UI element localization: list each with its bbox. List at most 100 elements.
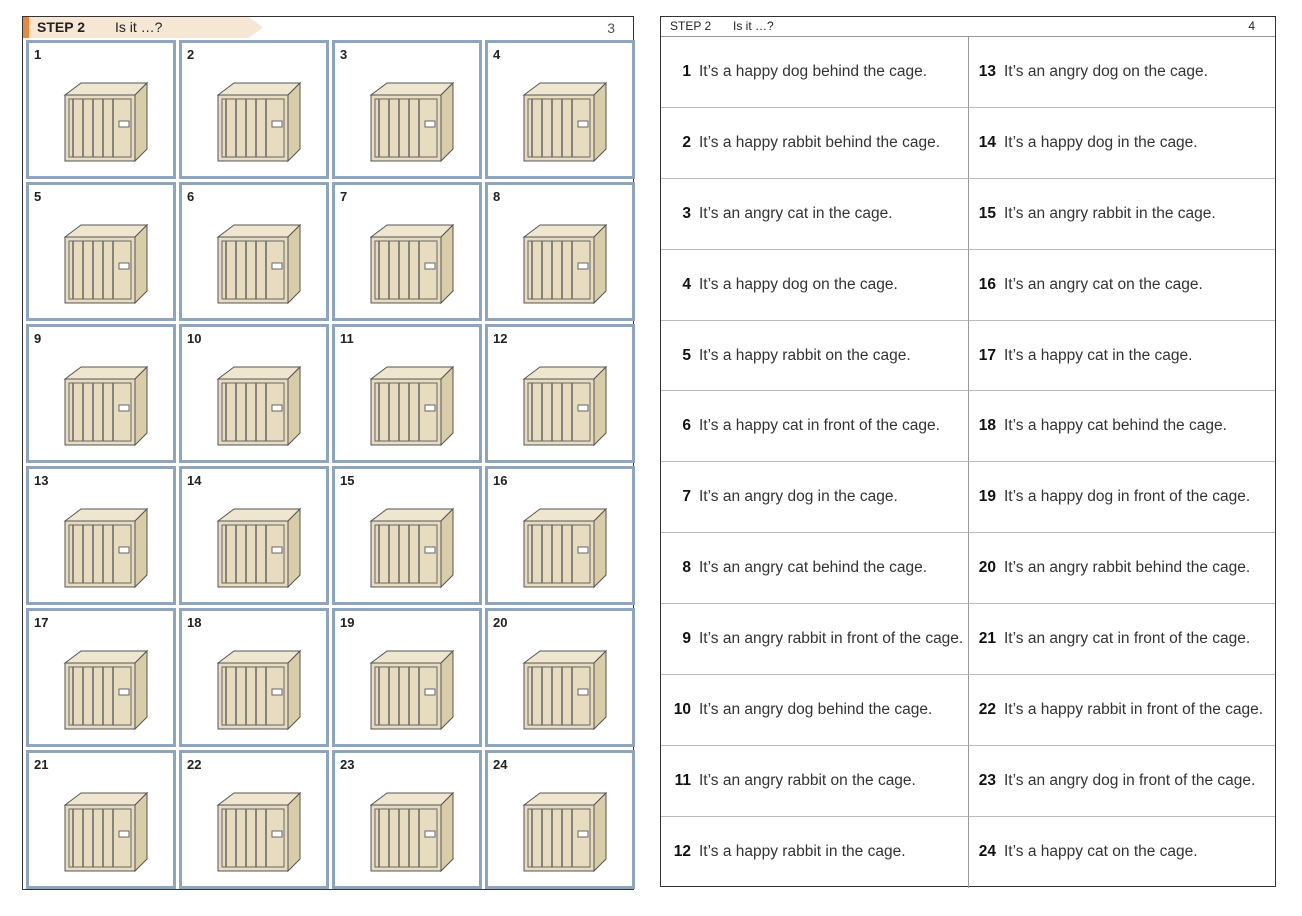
picture-cell: 10	[179, 324, 329, 463]
picture-cell: 22	[179, 750, 329, 889]
page-number: 4	[1248, 19, 1255, 33]
page-header: STEP 2 Is it …? 3	[23, 17, 633, 38]
picture-number: 23	[340, 757, 355, 772]
picture-number: 8	[493, 189, 501, 204]
picture-number: 19	[340, 615, 355, 630]
picture-number: 16	[493, 473, 508, 488]
cage-illustration-icon	[63, 649, 149, 731]
cage-illustration-icon	[63, 81, 149, 163]
step-label: STEP 2	[670, 19, 712, 33]
picture-cell: 3	[332, 40, 482, 179]
picture-cell: 13	[26, 466, 176, 605]
picture-number: 10	[187, 331, 202, 346]
sentence-text: It’s a happy rabbit on the cage.	[699, 346, 911, 364]
sentence-item: 14 It’s a happy dog in the cage.	[969, 108, 1275, 179]
sentence-number: 8	[682, 559, 691, 577]
sentence-text: It’s a happy dog in the cage.	[1004, 133, 1198, 151]
cage-illustration-icon	[522, 649, 608, 731]
sentence-item: 1 It’s a happy dog behind the cage.	[661, 37, 969, 108]
cage-illustration-icon	[369, 791, 455, 873]
picture-cell: 2	[179, 40, 329, 179]
sentence-number: 1	[682, 62, 691, 80]
sentence-text: It’s an angry dog on the cage.	[1004, 62, 1208, 80]
picture-number: 24	[493, 757, 508, 772]
sentence-number: 3	[682, 204, 691, 222]
cage-illustration-icon	[369, 81, 455, 163]
picture-cell: 9	[26, 324, 176, 463]
sentence-number: 14	[978, 133, 996, 151]
sentence-text: It’s a happy rabbit in front of the cage…	[1004, 700, 1264, 718]
picture-cell: 7	[332, 182, 482, 321]
section-title: Is it …?	[115, 19, 163, 35]
cage-illustration-icon	[522, 507, 608, 589]
sentence-number: 17	[978, 346, 996, 364]
picture-cell: 6	[179, 182, 329, 321]
sentence-item: 13 It’s an angry dog on the cage.	[969, 37, 1275, 108]
picture-number: 1	[34, 47, 42, 62]
sentence-number: 10	[673, 700, 691, 718]
picture-cell: 5	[26, 182, 176, 321]
sentence-text: It’s a happy cat in the cage.	[1004, 346, 1193, 364]
cage-illustration-icon	[63, 507, 149, 589]
cage-illustration-icon	[522, 791, 608, 873]
sentence-number: 2	[682, 133, 691, 151]
picture-number: 6	[187, 189, 195, 204]
sentence-item: 17 It’s a happy cat in the cage.	[969, 321, 1275, 392]
sentence-item: 24 It’s a happy cat on the cage.	[969, 817, 1275, 888]
picture-cell: 20	[485, 608, 635, 747]
cage-illustration-icon	[369, 223, 455, 305]
sentence-text: It’s an angry cat in front of the cage.	[1004, 630, 1251, 648]
page-number: 3	[607, 20, 615, 36]
sentence-number: 23	[978, 771, 996, 789]
cage-illustration-icon	[63, 223, 149, 305]
cage-illustration-icon	[216, 791, 302, 873]
sentence-number: 19	[978, 488, 996, 506]
sentence-number: 15	[978, 204, 996, 222]
section-title: Is it …?	[733, 19, 774, 33]
cage-illustration-icon	[216, 649, 302, 731]
sentence-item: 23 It’s an angry dog in front of the cage…	[969, 746, 1275, 817]
sentence-text: It’s a happy cat on the cage.	[1004, 843, 1198, 861]
sentence-number: 6	[682, 417, 691, 435]
picture-number: 4	[493, 47, 501, 62]
picture-number: 12	[493, 331, 508, 346]
sentence-text: It’s a happy dog behind the cage.	[699, 62, 928, 80]
cage-illustration-icon	[522, 365, 608, 447]
sentence-number: 24	[978, 843, 996, 861]
picture-number: 5	[34, 189, 42, 204]
sentence-number: 16	[978, 275, 996, 293]
sentence-number: 9	[682, 630, 691, 648]
sentence-text: It’s an angry dog in the cage.	[699, 488, 898, 506]
picture-number: 9	[34, 331, 42, 346]
sentence-number: 12	[673, 843, 691, 861]
step-label: STEP 2	[37, 19, 85, 35]
picture-number: 18	[187, 615, 202, 630]
cage-illustration-icon	[522, 81, 608, 163]
picture-number: 22	[187, 757, 202, 772]
sentence-number: 4	[682, 275, 691, 293]
sentence-number: 13	[978, 62, 996, 80]
picture-number: 20	[493, 615, 508, 630]
picture-cell: 11	[332, 324, 482, 463]
cage-illustration-icon	[522, 223, 608, 305]
picture-cell: 12	[485, 324, 635, 463]
sentence-number: 18	[978, 417, 996, 435]
page-header: STEP 2 Is it …? 4	[661, 17, 1275, 37]
sentence-text: It’s an angry dog in front of the cage.	[1004, 771, 1256, 789]
cage-illustration-icon	[369, 507, 455, 589]
picture-cell: 19	[332, 608, 482, 747]
picture-cell: 16	[485, 466, 635, 605]
picture-cell: 1	[26, 40, 176, 179]
